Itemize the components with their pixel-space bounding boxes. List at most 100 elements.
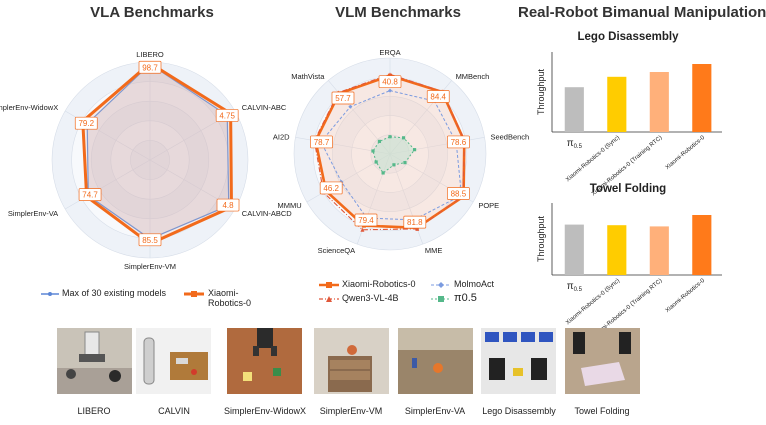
- thumb-label-widowx: SimplerEnv-WidowX: [223, 406, 307, 416]
- radar-axis-label: ERQA: [379, 48, 400, 57]
- radar-axis-label: CALVIN-ABC: [242, 103, 287, 112]
- y-axis-label: Throughput: [536, 68, 546, 115]
- radar-axis-label: MME: [425, 246, 443, 255]
- radar-series-2: [320, 90, 463, 221]
- towel-chart-title: Towel Folding: [589, 183, 667, 195]
- thumb-label-vm: SimplerEnv-VM: [319, 406, 383, 416]
- bar-2: [649, 72, 669, 132]
- radar-point: [415, 226, 420, 231]
- data-label-box: [447, 135, 470, 149]
- data-label-box: [403, 215, 427, 229]
- bar-2: [649, 226, 669, 275]
- radar-point: [360, 227, 365, 232]
- robot-arm-desk-scene-icon: [136, 328, 211, 394]
- data-label: 74.7: [82, 191, 98, 200]
- radar-point: [374, 160, 378, 164]
- radar-point: [403, 161, 407, 165]
- data-label: 40.8: [382, 78, 398, 87]
- vlm-legend-qwen: Qwen3-VL-4B: [342, 293, 399, 303]
- radar-point: [371, 149, 375, 153]
- data-label: 84.4: [430, 93, 446, 102]
- drawer-cabinet-scene-icon: [314, 328, 389, 394]
- vla-radar-chart: LIBERO98.7CALVIN-ABC4.75CALVIN-ABCD4.8Si…: [0, 50, 292, 271]
- data-label-box: [138, 60, 162, 74]
- legend-line-blue-icon: [41, 292, 59, 296]
- bar-0: [564, 87, 584, 132]
- radar-point: [412, 148, 417, 152]
- x-tick-label: Xiaomi-Robotics-0: [665, 278, 707, 315]
- data-label: 78.7: [314, 138, 330, 147]
- legend-dashed-blue-icon: [431, 282, 451, 288]
- data-label-box: [447, 187, 470, 200]
- radar-axis-label: SimplerEnv-WidowX: [0, 103, 58, 112]
- radar-axis-label: ScienceQA: [318, 246, 356, 255]
- data-label: 98.7: [142, 63, 158, 72]
- bimanual-lego-scene-icon: [481, 328, 556, 394]
- bar-3: [692, 215, 712, 275]
- radar-point: [392, 163, 396, 167]
- vlm-legend: Xiaomi-Robotics-0 MolmoAct Qwen3-VL-4B π…: [318, 278, 518, 308]
- data-label-box: [216, 198, 240, 212]
- x-tick-label: π0.5: [567, 281, 583, 293]
- data-label: 4.8: [222, 201, 234, 210]
- thumb-simplerenv-vm: [314, 328, 389, 394]
- radar-axis-label: SimplerEnv-VA: [8, 209, 58, 218]
- data-label: 88.5: [451, 189, 467, 198]
- data-label-box: [215, 109, 239, 122]
- data-label: 81.8: [407, 218, 423, 227]
- radar-axis-label: LIBERO: [136, 50, 164, 59]
- gripper-blocks-scene-icon: [227, 328, 302, 394]
- data-label-box: [319, 181, 343, 195]
- data-label: 4.75: [219, 111, 235, 120]
- data-label: 46.2: [323, 184, 339, 193]
- radar-point: [388, 88, 392, 93]
- radar-axis-label: MMMU: [277, 201, 301, 210]
- data-label: 85.5: [142, 236, 158, 245]
- thumb-towel-folding: [565, 328, 640, 394]
- radar-point: [377, 139, 382, 143]
- data-label-box: [138, 233, 162, 247]
- legend-dashdot-orange-icon: [319, 296, 339, 302]
- lego-chart-title: Lego Disassembly: [577, 31, 679, 43]
- legend-solid-orange-icon: [319, 282, 339, 288]
- robot-section-title: Real-Robot Bimanual Manipulation: [518, 4, 766, 21]
- data-label-box: [331, 91, 355, 105]
- vla-legend-existing: Max of 30 existing models: [62, 288, 167, 298]
- radar-axis-label: POPE: [478, 201, 499, 210]
- radar-axis-label: MMBench: [456, 72, 490, 81]
- bar-0: [564, 224, 584, 275]
- radar-series-1: [313, 73, 466, 231]
- legend-dashed-green-icon: [431, 296, 451, 302]
- vlm-section-title: VLM Benchmarks: [335, 4, 461, 21]
- bimanual-towel-scene-icon: [565, 328, 640, 394]
- robot-arm-table-scene-icon: [57, 328, 132, 394]
- data-label: 79.2: [78, 119, 94, 128]
- vlm-legend-pi05: π0.5: [454, 292, 477, 304]
- thumb-simplerenv-va: [398, 328, 473, 394]
- data-label-box: [378, 75, 402, 89]
- data-label-box: [78, 188, 102, 201]
- data-label-box: [354, 213, 378, 227]
- y-axis-label: Throughput: [536, 215, 546, 262]
- radar-axis-label: CALVIN-ABCD: [242, 209, 292, 218]
- vlm-radar-chart: ERQA40.8MMBench84.4SeedBench78.6POPE88.5…: [273, 48, 529, 255]
- vla-section-title: VLA Benchmarks: [90, 4, 214, 21]
- x-tick-label: π0.5: [567, 138, 583, 150]
- radar-series-3: [372, 136, 416, 174]
- radar-axis-label: MathVista: [291, 72, 325, 81]
- thumb-label-lego: Lego Disassembly: [482, 406, 556, 416]
- data-label: 78.6: [451, 138, 467, 147]
- data-label: 57.7: [335, 94, 351, 103]
- thumb-label-calvin: CALVIN: [158, 406, 190, 416]
- legend-line-orange-icon: [184, 291, 204, 297]
- thumb-label-towel: Towel Folding: [574, 406, 630, 416]
- data-label-box: [74, 116, 98, 130]
- bar-1: [607, 225, 627, 275]
- vla-legend: Max of 30 existing models Xiaomi-Robotic…: [40, 287, 270, 308]
- vlm-legend-molmoact: MolmoAct: [454, 279, 495, 289]
- radar-spoke: [64, 159, 151, 210]
- data-label: 79.4: [358, 216, 374, 225]
- thumb-label-va: SimplerEnv-VA: [404, 406, 466, 416]
